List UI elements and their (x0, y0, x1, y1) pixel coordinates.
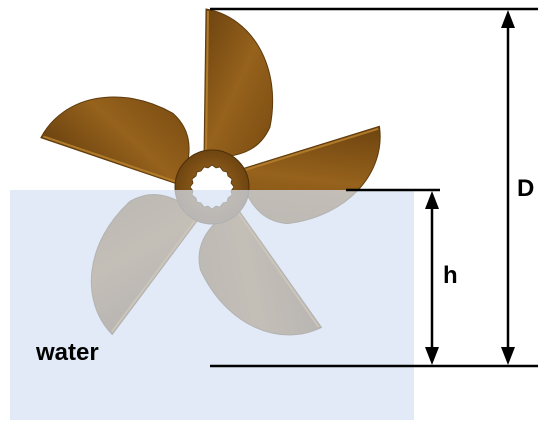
diameter-arrow-bottom (501, 347, 515, 365)
diameter-dimension (210, 7, 538, 368)
blade-left-upper (40, 96, 190, 186)
water-label: water (35, 339, 99, 366)
immersion-arrow-bottom (425, 347, 439, 365)
blade-right-upper-edge (242, 127, 379, 172)
blade-left-upper-edge (43, 135, 179, 184)
diameter-arrow-top (501, 10, 515, 28)
diameter-label: D (517, 175, 534, 202)
water-region (10, 190, 414, 420)
immersion-arrow-top (425, 191, 439, 209)
blade-top-surface (203, 8, 274, 158)
blade-left-upper-surface (40, 96, 190, 186)
immersion-label: h (443, 262, 458, 289)
blade-top (203, 8, 274, 158)
immersion-dimension (346, 188, 440, 365)
blade-top-edge (205, 10, 209, 154)
